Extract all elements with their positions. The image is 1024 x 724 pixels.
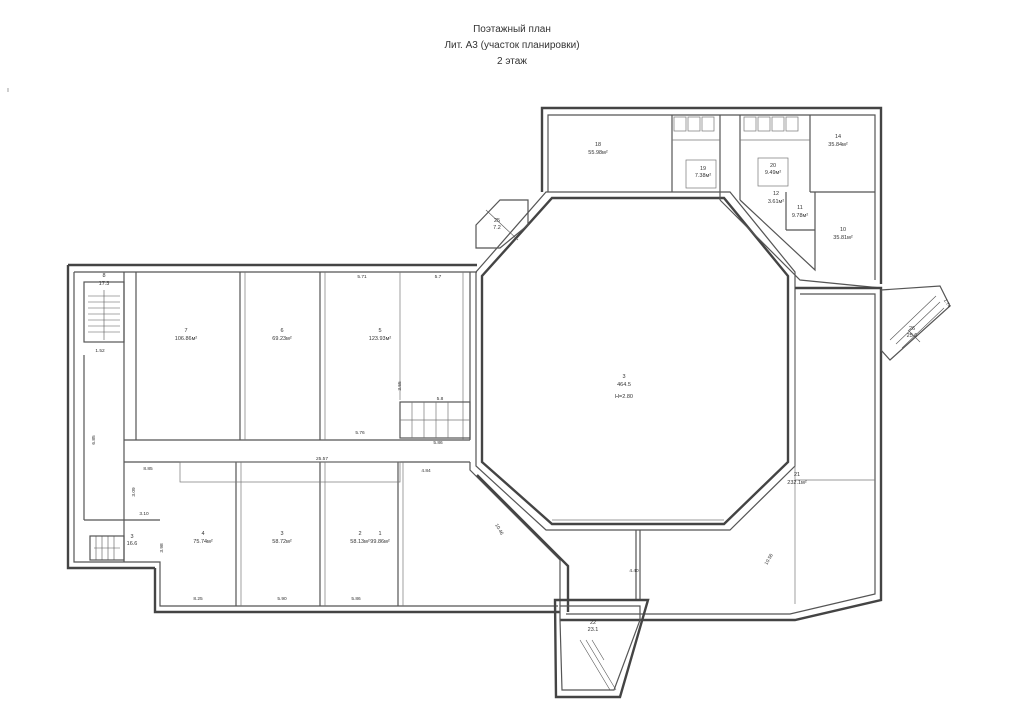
room-5-number: 5 — [378, 328, 381, 334]
dim-label: 3.98 — [159, 543, 165, 553]
dim-label: 3.09 — [131, 487, 137, 497]
room-14-area: 35.84м² — [828, 142, 848, 148]
room-21-area: 232.1м² — [787, 480, 807, 486]
bottom-stair — [553, 598, 650, 699]
room-6-area: 69.23м² — [272, 336, 292, 342]
dim-label: 1.52 — [95, 348, 105, 354]
dim-label: 5.8 — [437, 396, 444, 402]
floor-label: 2 этаж — [497, 56, 527, 67]
room-18-area: 55.98м² — [588, 150, 608, 156]
room-8-area: 17.3 — [99, 281, 110, 287]
room-4-number: 4 — [201, 531, 204, 537]
room-26-number: 26 — [909, 326, 915, 332]
room-3-number: 3 — [280, 531, 283, 537]
plan-title: Поэтажный план — [473, 24, 551, 35]
dim-label: 1.74 — [942, 298, 952, 309]
room-21-number: 21 — [794, 472, 800, 478]
room-11-area: 9.78м² — [792, 213, 808, 219]
dim-label: 10.46 — [493, 523, 504, 537]
room-22-number: 22 — [590, 620, 596, 626]
dim-label: 10.56 — [764, 553, 775, 567]
room-8-number: 8 — [102, 273, 105, 279]
room-1-number: 1 — [378, 531, 381, 537]
dim-label: 8.85 — [143, 466, 153, 472]
room-14-number: 14 — [835, 134, 841, 140]
stair-bottom-left — [89, 535, 125, 561]
dim-label: 3.10 — [139, 511, 149, 517]
hall-number: 3 — [622, 374, 625, 380]
room-2-number: 2 — [358, 531, 361, 537]
room-10-area: 35.81м² — [833, 235, 853, 241]
room-20-area: 9.49м² — [765, 170, 781, 176]
right-wing — [560, 285, 951, 622]
dim-label: 4.40 — [629, 568, 639, 574]
room-19-number: 19 — [700, 166, 706, 172]
room-3-area: 58.72м² — [272, 539, 292, 545]
room-12-number: 12 — [773, 191, 779, 197]
room-7-number: 7 — [184, 328, 187, 334]
room-12-area: 3.61м² — [768, 199, 784, 205]
room-26-area: 25.6 — [907, 333, 918, 339]
room-10-number: 10 — [840, 227, 846, 233]
central-hall — [475, 191, 796, 600]
room-25-area: 7.2 — [493, 225, 501, 231]
dim-label: 8.25 — [193, 596, 203, 602]
room-22-area: 23.1 — [588, 627, 599, 633]
hall-height: H=2.80 — [615, 394, 633, 400]
room-20-number: 20 — [770, 163, 776, 169]
room-4-area: 75.74м² — [193, 539, 213, 545]
room-1-area: 99.86м² — [370, 539, 390, 545]
room-j-number: 3 — [130, 534, 133, 540]
room-11-number: 11 — [797, 205, 803, 211]
dim-label: 5.86 — [351, 596, 361, 602]
room-5-area: 123.93м² — [369, 336, 392, 342]
room-25-number: 25 — [494, 218, 500, 224]
hall-area: 464.5 — [617, 382, 631, 388]
room-j-area: 16.6 — [127, 541, 138, 547]
dim-label: 5.7 — [435, 274, 442, 280]
room-7-area: 106.86м² — [175, 336, 198, 342]
room-25-block — [475, 199, 529, 249]
dim-label: 3.55 — [397, 381, 403, 391]
room-18-number: 18 — [595, 142, 601, 148]
dim-label: 5.90 — [277, 596, 287, 602]
room-2-area: 58.13м² — [350, 539, 370, 545]
top-right-block — [540, 106, 883, 289]
dim-label: 5.86 — [433, 440, 443, 446]
room-19-area: 7.38м² — [695, 173, 711, 179]
dim-label: 5.76 — [355, 430, 365, 436]
dim-label: 6.85 — [91, 435, 97, 445]
left-wing — [66, 263, 570, 614]
stair-top-left — [83, 281, 125, 343]
dim-label: 25.57 — [316, 456, 328, 462]
dim-label: 5.71 — [357, 274, 367, 280]
dim-label: 4.84 — [421, 468, 431, 474]
room-6-number: 6 — [280, 328, 283, 334]
plan-subtitle: Лит. А3 (участок планировки) — [444, 40, 580, 51]
